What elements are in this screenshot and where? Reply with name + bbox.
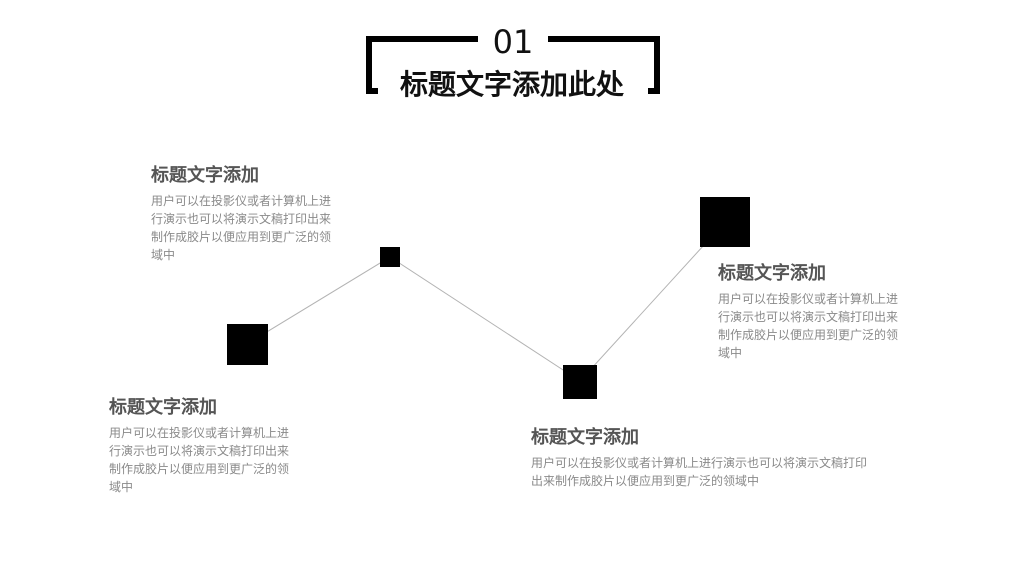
header-bracket-right-foot [648, 88, 660, 94]
header-bracket-left-top [366, 36, 478, 42]
item-title-4: 标题文字添加 [718, 263, 826, 284]
page-title: 标题文字添加此处 [399, 68, 624, 101]
section-number: 01 [492, 23, 534, 61]
node-2 [380, 247, 400, 267]
header-bracket-left [366, 36, 376, 94]
node-4 [700, 197, 750, 247]
node-3 [563, 365, 597, 399]
header-bracket-right-top [548, 36, 660, 42]
node-1 [227, 324, 268, 365]
header-bracket-right [650, 36, 660, 94]
item-title-2: 标题文字添加 [109, 397, 217, 418]
header-bracket-left-foot [366, 88, 378, 94]
item-title-3: 标题文字添加 [531, 427, 639, 448]
item-title-1: 标题文字添加 [151, 165, 259, 186]
item-body-1: 用户可以在投影仪或者计算机上进行演示也可以将演示文稿打印出来制作成胶片以便应用到… [151, 194, 332, 262]
item-body-4: 用户可以在投影仪或者计算机上进行演示也可以将演示文稿打印出来制作成胶片以便应用到… [718, 292, 899, 360]
item-body-3: 用户可以在投影仪或者计算机上进行演示也可以将演示文稿打印出来制作成胶片以便应用到… [531, 456, 868, 488]
item-body-2: 用户可以在投影仪或者计算机上进行演示也可以将演示文稿打印出来制作成胶片以便应用到… [109, 426, 290, 494]
